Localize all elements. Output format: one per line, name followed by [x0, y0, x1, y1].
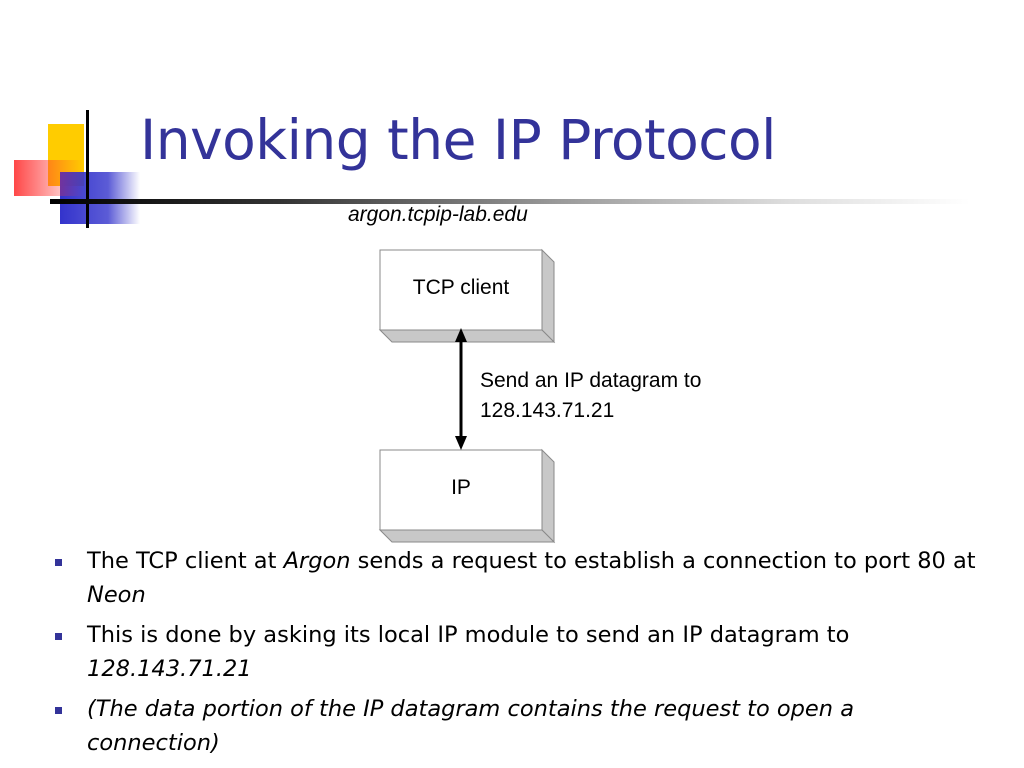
arrow-label-line-2: 128.143.71.21: [480, 399, 615, 422]
arrow-label: Send an IP datagram to 128.143.71.21: [480, 366, 701, 426]
tcp-client-box: [378, 248, 556, 344]
bullet-square-icon: [55, 633, 62, 640]
bullet-text: sends a request to establish a connectio…: [350, 548, 976, 574]
host-label: argon.tcpip-lab.edu: [348, 203, 528, 226]
bullet-text-emphasis: 128.143.71.21: [87, 656, 252, 682]
double-arrow: [455, 328, 467, 450]
bullet-text: The TCP client at: [87, 548, 284, 574]
bullet-text: This is done by asking its local IP modu…: [87, 622, 850, 648]
bullet-text-emphasis: (The data portion of the IP datagram con…: [87, 696, 854, 756]
bullet-text-emphasis: Neon: [87, 582, 146, 608]
slide-title: Invoking the IP Protocol: [140, 108, 776, 172]
bullet-square-icon: [55, 559, 62, 566]
bullet-item: This is done by asking its local IP modu…: [52, 618, 982, 686]
ip-label: IP: [451, 476, 471, 499]
bullet-item: (The data portion of the IP datagram con…: [52, 692, 982, 760]
ip-box: [378, 448, 556, 544]
protocol-diagram: [378, 248, 556, 544]
title-underline: [50, 199, 970, 204]
arrow-label-line-1: Send an IP datagram to: [480, 369, 702, 392]
tcp-client-label: TCP client: [412, 276, 510, 299]
bullet-item: The TCP client at Argon sends a request …: [52, 544, 982, 612]
bullet-list: The TCP client at Argon sends a request …: [52, 544, 982, 766]
slide-logo: [14, 110, 140, 228]
bullet-square-icon: [55, 707, 62, 714]
bullet-text-emphasis: Argon: [283, 548, 351, 574]
